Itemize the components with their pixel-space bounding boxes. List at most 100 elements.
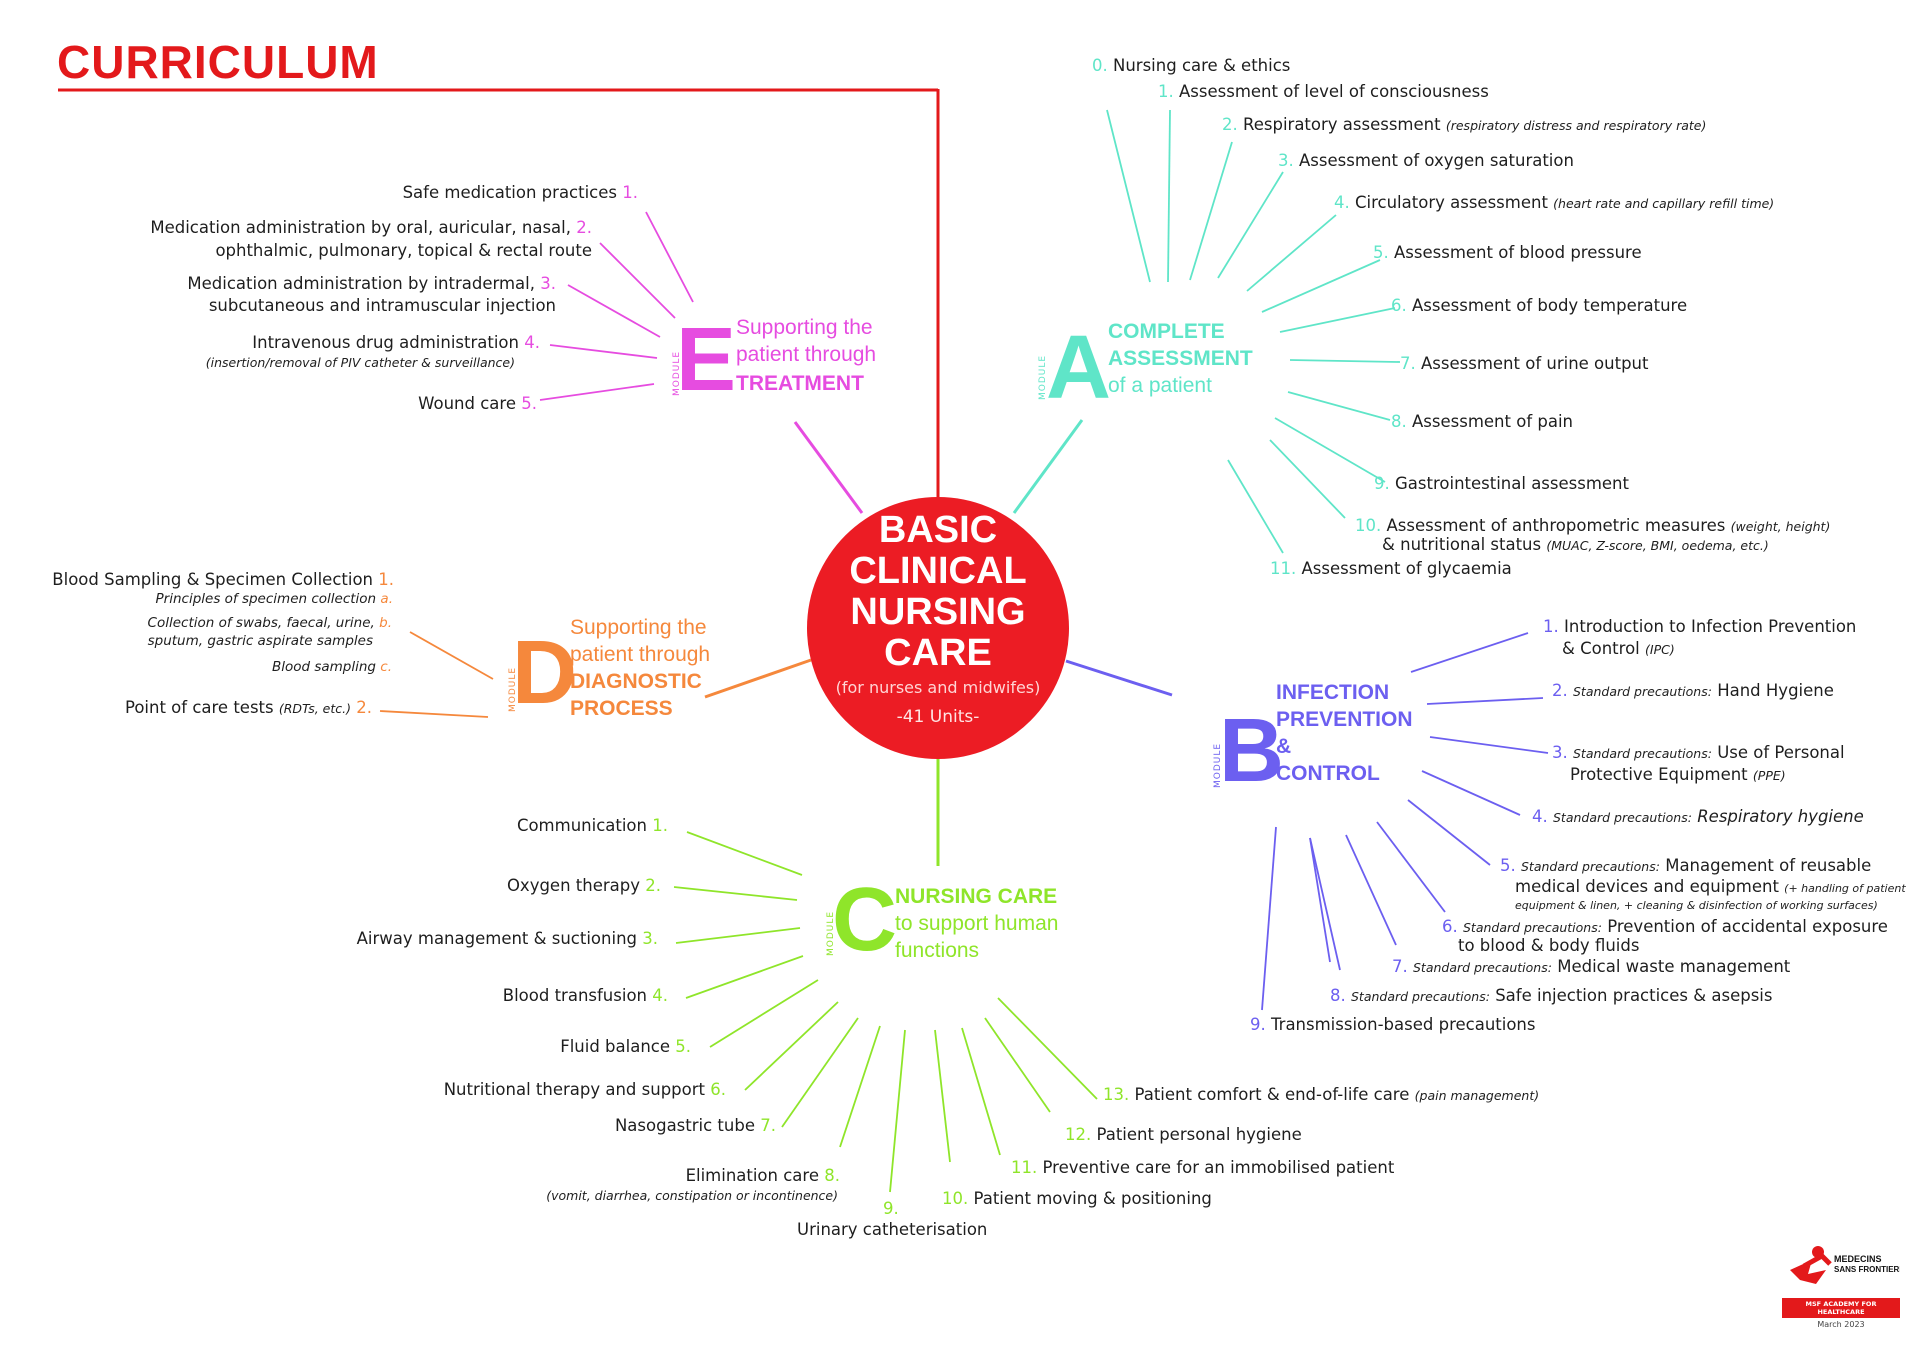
module-c-item: Fluid balance 5. xyxy=(560,1037,691,1056)
item-note: (PPE) xyxy=(1752,768,1786,783)
item-text: Principles of specimen collection xyxy=(155,591,377,607)
item-text: Patient personal hygiene xyxy=(1096,1125,1302,1144)
module-d-title-2: patient through xyxy=(570,643,711,666)
item-prefix: Standard precautions: xyxy=(1573,746,1712,761)
item-number: 8. xyxy=(1330,986,1346,1005)
module-c-title-2: to support human xyxy=(895,912,1059,935)
module-a-item: 7. Assessment of urine output xyxy=(1400,354,1648,373)
module-d-subitem: Blood sampling c. xyxy=(272,659,392,676)
item-prefix: Standard precautions: xyxy=(1463,920,1602,935)
item-number: 4. xyxy=(1532,807,1548,826)
module-d-subitem-cont: sputum, gastric aspirate samples xyxy=(147,633,373,649)
module-b-rays xyxy=(1261,632,1549,1011)
hub-units: -41 Units- xyxy=(896,707,980,727)
module-d-title-4: PROCESS xyxy=(570,697,673,720)
item-text: Point of care tests xyxy=(124,698,274,717)
hub-line-2: CLINICAL xyxy=(849,550,1027,592)
item-text: Introduction to Infection Prevention xyxy=(1564,617,1857,636)
module-e-item-cont: subcutaneous and intramuscular injection xyxy=(208,296,556,315)
item-number: b. xyxy=(379,615,392,631)
item-number: 12. xyxy=(1065,1125,1092,1144)
item-note: (IPC) xyxy=(1645,642,1675,657)
hub-line-3: NURSING xyxy=(850,591,1026,633)
item-text: Respiratory assessment xyxy=(1243,115,1441,134)
item-text: Wound care xyxy=(418,394,516,413)
module-a-title-2: ASSESSMENT xyxy=(1108,347,1253,370)
item-number: 10. xyxy=(1355,516,1382,535)
item-number: 2. xyxy=(576,218,592,237)
module-c-item: Blood transfusion 4. xyxy=(503,986,668,1005)
module-e-item: Medication administration by intradermal… xyxy=(187,274,556,293)
module-b-item: 2. Standard precautions: Hand Hygiene xyxy=(1552,681,1834,701)
item-prefix: Standard precautions: xyxy=(1413,960,1552,975)
item-number: 1. xyxy=(1158,82,1174,101)
item-text: Assessment of level of consciousness xyxy=(1179,82,1489,101)
module-e-item: Intravenous drug administration 4. xyxy=(252,333,540,352)
item-number: 2. xyxy=(356,698,372,717)
item-number: 13. xyxy=(1103,1085,1130,1104)
item-number: 0. xyxy=(1092,56,1108,75)
item-number: 7. xyxy=(1400,354,1416,373)
item-number: c. xyxy=(380,659,392,675)
module-d-title-3: DIAGNOSTIC xyxy=(570,670,702,693)
item-prefix: Standard precautions: xyxy=(1521,859,1660,874)
item-text: Assessment of blood pressure xyxy=(1394,243,1642,262)
item-number: 7. xyxy=(760,1116,776,1135)
item-text: Medical waste management xyxy=(1557,957,1791,976)
module-b-item-cont: Protective Equipment (PPE) xyxy=(1570,765,1786,785)
module-a-item: 8. Assessment of pain xyxy=(1391,412,1573,431)
module-d-subitem: Collection of swabs, faecal, urine, b. xyxy=(148,615,392,632)
module-e-item: Medication administration by oral, auric… xyxy=(150,218,592,237)
item-number: 4. xyxy=(1334,193,1350,212)
module-c-letter: C xyxy=(832,870,897,970)
item-number: 3. xyxy=(540,274,556,293)
module-c-rays xyxy=(673,831,1098,1193)
item-text: Intravenous drug administration xyxy=(252,333,519,352)
module-b-title-2: PREVENTION xyxy=(1276,708,1413,731)
item-text: Nasogastric tube xyxy=(614,1116,755,1135)
item-number: 8. xyxy=(1391,412,1407,431)
item-text: Assessment of body temperature xyxy=(1412,296,1688,315)
item-number: 3. xyxy=(1552,743,1568,762)
item-text: Nursing care & ethics xyxy=(1113,56,1291,75)
item-text: Prevention of accidental exposure xyxy=(1607,917,1888,936)
module-e-title-2: patient through xyxy=(736,343,877,366)
item-text: Blood sampling xyxy=(271,659,376,675)
module-b-item-cont: & Control (IPC) xyxy=(1562,639,1675,659)
module-b-item: 8. Standard precautions: Safe injection … xyxy=(1330,986,1772,1006)
item-number: 11. xyxy=(1011,1158,1038,1177)
module-b-title-4: CONTROL xyxy=(1276,762,1380,785)
item-number: 6. xyxy=(1391,296,1407,315)
item-number: 1. xyxy=(622,183,638,202)
item-number: 5. xyxy=(1500,856,1516,875)
page-title: CURRICULUM xyxy=(57,36,379,88)
item-number: 1. xyxy=(1543,617,1559,636)
item-text: Protective Equipment xyxy=(1570,765,1748,784)
module-c-item: 12. Patient personal hygiene xyxy=(1065,1125,1302,1144)
item-number: 10. xyxy=(942,1189,969,1208)
module-c-title-1: NURSING CARE xyxy=(895,885,1058,908)
module-b-item: 3. Standard precautions: Use of Personal xyxy=(1552,743,1845,763)
module-b-title-3: & xyxy=(1276,735,1292,758)
item-text: Medication administration by intradermal… xyxy=(187,274,535,293)
module-e-item-note: (insertion/removal of PIV catheter & sur… xyxy=(205,355,515,370)
item-number: 4. xyxy=(652,986,668,1005)
item-number: 8. xyxy=(824,1166,840,1185)
item-number: 6. xyxy=(1442,917,1458,936)
item-text: Assessment of oxygen saturation xyxy=(1299,151,1574,170)
module-b-letter: B xyxy=(1219,701,1284,801)
module-b-item: 9. Transmission-based precautions xyxy=(1250,1015,1535,1034)
item-text: Preventive care for an immobilised patie… xyxy=(1042,1158,1395,1177)
logo-academy: MSF ACADEMY FOR HEALTHCARE xyxy=(1782,1298,1900,1318)
msf-runner-icon: MEDECINS SANS FRONTIERES xyxy=(1790,1246,1911,1284)
module-b-item: 1. Introduction to Infection Prevention xyxy=(1543,617,1856,636)
spoke-d xyxy=(704,658,812,699)
hub-line-4: CARE xyxy=(884,632,992,674)
item-text: Transmission-based precautions xyxy=(1271,1015,1536,1034)
module-b-title-1: INFECTION xyxy=(1276,681,1390,704)
item-note: (pain management) xyxy=(1414,1088,1540,1103)
module-a-item: 4. Circulatory assessment (heart rate an… xyxy=(1334,193,1774,213)
item-text: Assessment of urine output xyxy=(1421,354,1649,373)
module-c-item: Nutritional therapy and support 6. xyxy=(444,1080,726,1099)
module-a-item: 3. Assessment of oxygen saturation xyxy=(1278,151,1574,170)
